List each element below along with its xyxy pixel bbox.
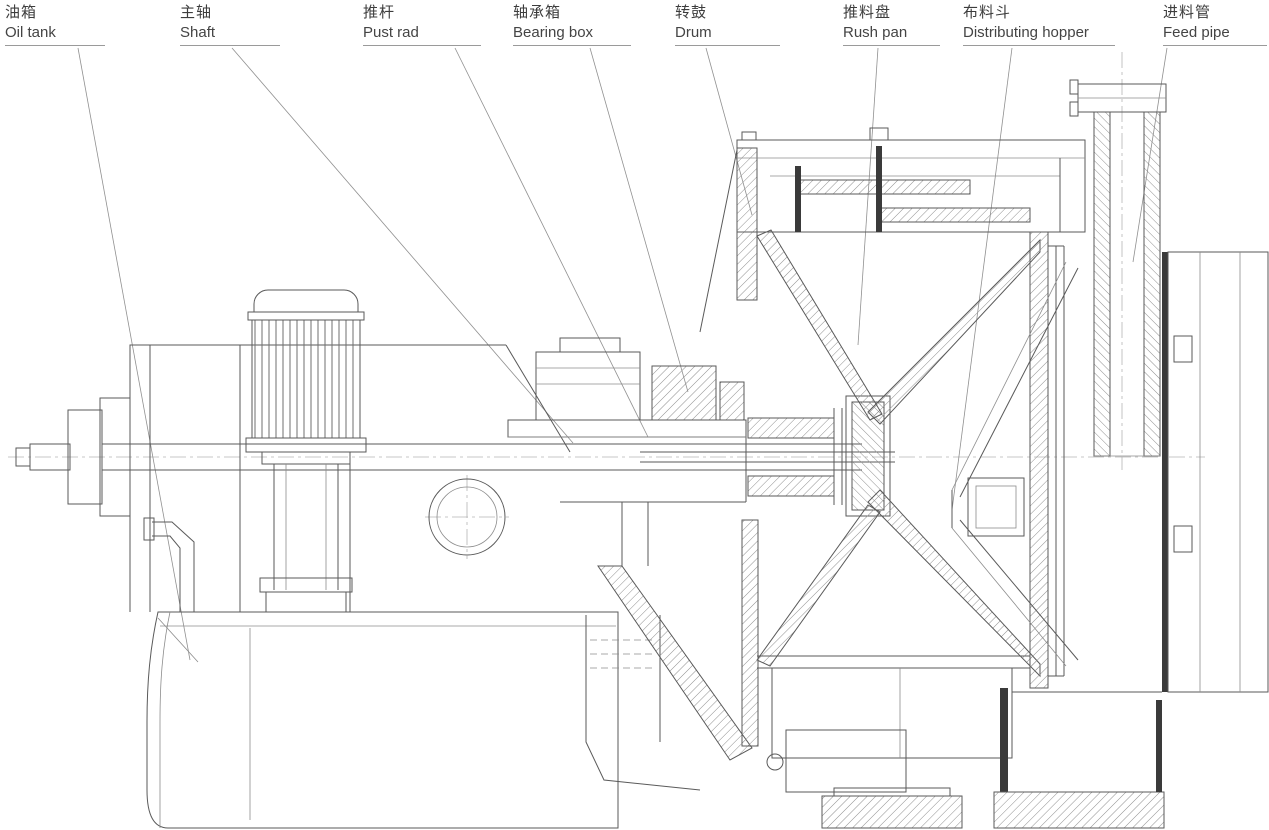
part-label-distributing-hopper: 布料斗 Distributing hopper (963, 3, 1115, 46)
part-label-en: Rush pan (843, 24, 908, 41)
part-label-feed-pipe: 进料管 Feed pipe (1163, 3, 1267, 46)
part-label-en: Drum (675, 24, 712, 41)
part-label-zh: 推料盘 (843, 4, 892, 21)
part-label-en: Distributing hopper (963, 24, 1089, 41)
part-label-zh: 轴承箱 (513, 4, 562, 21)
motor (245, 289, 367, 612)
part-label-push-rod: 推杆 Pust rad (363, 3, 481, 46)
part-label-zh: 转鼓 (675, 4, 708, 21)
part-label-en: Pust rad (363, 24, 419, 41)
drum (867, 231, 1065, 689)
casing (699, 127, 1086, 747)
part-label-zh: 油箱 (5, 4, 38, 21)
part-label-zh: 主轴 (180, 4, 213, 21)
distributing-hopper (951, 261, 1079, 667)
centerlines (8, 52, 1205, 559)
oil-sump (585, 565, 753, 791)
bearing-box (507, 337, 747, 566)
shaft-left-end (15, 397, 862, 517)
end-plate (1012, 251, 1269, 792)
part-label-zh: 进料管 (1163, 4, 1212, 21)
part-label-en: Bearing box (513, 24, 594, 41)
part-label-zh: 布料斗 (963, 4, 1012, 21)
part-label-oil-tank: 油箱 Oil tank (5, 3, 105, 46)
part-label-bearing-box: 轴承箱 Bearing box (513, 3, 631, 46)
part-label-drum: 转鼓 Drum (675, 3, 780, 46)
bottom-casing (757, 655, 1165, 829)
part-label-en: Shaft (180, 24, 216, 41)
feed-pipe (1069, 79, 1167, 457)
push-rod (640, 408, 895, 505)
oil-tank (143, 517, 619, 829)
part-label-shaft: 主轴 Shaft (180, 3, 280, 46)
part-label-en: Feed pipe (1163, 24, 1230, 41)
gear-housing (129, 344, 571, 612)
leader-lines (77, 47, 1168, 661)
part-label-zh: 推杆 (363, 4, 396, 21)
part-label-en: Oil tank (5, 24, 56, 41)
part-label-rush-pan: 推料盘 Rush pan (843, 3, 940, 46)
